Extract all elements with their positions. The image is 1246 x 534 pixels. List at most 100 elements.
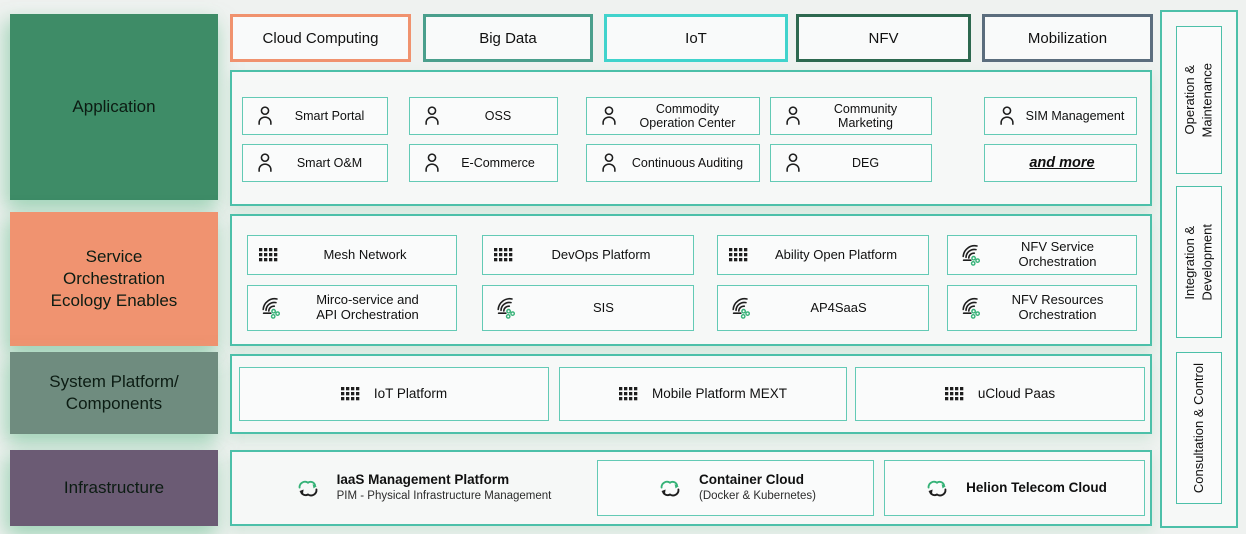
item-deg: DEG xyxy=(770,144,932,182)
item-label: SIS xyxy=(593,299,614,315)
system-platform-section: IoT Platform Mobile Platform MEXT uCloud… xyxy=(230,354,1152,434)
infra-item-title: Helion Telecom Cloud xyxy=(966,479,1107,495)
left-rail-application: Application xyxy=(10,14,218,200)
left-rail-label: Infrastructure xyxy=(63,477,165,497)
item-mobile-platform-mext: Mobile Platform MEXT xyxy=(559,367,847,421)
item-label: uCloud Paas xyxy=(977,386,1056,402)
grid-icon xyxy=(618,386,638,402)
item-iot-platform: IoT Platform xyxy=(239,367,549,421)
right-rail: Operation & Maintenance Integration & De… xyxy=(1160,10,1238,528)
swirl-icon xyxy=(959,296,983,320)
item-ucloud-paas: uCloud Paas xyxy=(855,367,1145,421)
item-and-more: and more xyxy=(984,144,1137,182)
item-ap4saas: AP4SaaS xyxy=(717,285,929,331)
left-rail-system-platform: System Platform/ Components xyxy=(10,352,218,434)
item-commodity-operation-center: Commodity Operation Center xyxy=(586,97,760,135)
person-icon xyxy=(598,152,620,174)
badge-label: Cloud Computing xyxy=(262,29,379,47)
person-icon xyxy=(782,105,804,127)
item-container-cloud: Container Cloud(Docker & Kubernetes) xyxy=(597,460,874,516)
item-label: DevOps Platform xyxy=(551,246,651,262)
infra-item-title: IaaS Management Platform xyxy=(336,472,510,488)
left-rail-service-orchestration: Service Orchestration Ecology Enables xyxy=(10,212,218,346)
item-label: Ability Open Platform xyxy=(774,246,898,262)
item-label: and more xyxy=(1029,154,1095,171)
badge-label: Big Data xyxy=(479,29,537,47)
person-icon xyxy=(421,105,443,127)
item-smart-o-m: Smart O&M xyxy=(242,144,388,182)
item-label: Mesh Network xyxy=(323,246,407,262)
badge-cloud-computing: Cloud Computing xyxy=(230,14,411,62)
item-label: DEG xyxy=(851,155,880,170)
item-mirco-service-and-api-orchestration: Mirco-service and API Orchestration xyxy=(247,285,457,331)
right-rail-label: Consultation & Control xyxy=(1191,362,1207,494)
item-nfv-service-orchestration: NFV Service Orchestration xyxy=(947,235,1137,275)
item-sim-management: SIM Management xyxy=(984,97,1137,135)
item-mesh-network: Mesh Network xyxy=(247,235,457,275)
left-rail-infrastructure: Infrastructure xyxy=(10,450,218,526)
swirl-icon xyxy=(259,296,283,320)
item-nfv-resources-orchestration: NFV Resources Orchestration xyxy=(947,285,1137,331)
item-oss: OSS xyxy=(409,97,558,135)
swirl-icon xyxy=(494,296,518,320)
left-rail-label: System Platform/ Components xyxy=(49,371,179,413)
badge-label: NFV xyxy=(868,29,899,47)
item-ability-open-platform: Ability Open Platform xyxy=(717,235,929,275)
item-label: E-Commerce xyxy=(461,155,535,170)
badge-iot: IoT xyxy=(604,14,788,62)
cloud-sync-icon xyxy=(293,477,323,500)
badge-label: IoT xyxy=(685,29,707,47)
person-icon xyxy=(254,152,276,174)
item-label: SIM Management xyxy=(1025,108,1125,123)
infra-item-text: Container Cloud(Docker & Kubernetes) xyxy=(699,472,816,503)
person-icon xyxy=(598,105,620,127)
item-label: Continuous Auditing xyxy=(631,155,744,170)
person-icon xyxy=(996,105,1018,127)
service-orchestration-section: Mesh Network DevOps Platform Ability Ope… xyxy=(230,214,1152,346)
item-e-commerce: E-Commerce xyxy=(409,144,558,182)
person-icon xyxy=(782,152,804,174)
badge-label: Mobilization xyxy=(1027,29,1108,47)
item-label: Smart O&M xyxy=(296,155,363,170)
right-rail-integration-development: Integration & Development xyxy=(1176,186,1222,338)
item-helion-telecom-cloud: Helion Telecom Cloud xyxy=(884,460,1145,516)
left-rail-label: Service Orchestration Ecology Enables xyxy=(50,246,178,311)
item-label: Community Marketing xyxy=(833,101,898,130)
item-label: NFV Resources Orchestration xyxy=(1011,292,1104,322)
infra-item-subtitle: PIM - Physical Infrastructure Management xyxy=(336,490,552,503)
item-continuous-auditing: Continuous Auditing xyxy=(586,144,760,182)
item-label: Smart Portal xyxy=(294,108,365,123)
item-label: Mobile Platform MEXT xyxy=(651,386,788,402)
grid-icon xyxy=(259,247,278,263)
person-icon xyxy=(421,152,443,174)
item-label: NFV Service Orchestration xyxy=(1018,239,1097,269)
right-rail-label: Integration & Development xyxy=(1182,223,1215,301)
application-section: Smart Portal OSS Commodity Operation Cen… xyxy=(230,70,1152,206)
badge-mobilization: Mobilization xyxy=(982,14,1153,62)
infra-item-text: Helion Telecom Cloud xyxy=(966,480,1107,497)
person-icon xyxy=(254,105,276,127)
infra-item-subtitle: (Docker & Kubernetes) xyxy=(699,490,816,503)
item-label: IoT Platform xyxy=(373,386,448,402)
right-rail-consultation-control: Consultation & Control xyxy=(1176,352,1222,504)
item-label: Commodity Operation Center xyxy=(639,101,736,130)
item-community-marketing: Community Marketing xyxy=(770,97,932,135)
cloud-sync-icon xyxy=(922,477,952,500)
grid-icon xyxy=(340,386,360,402)
item-sis: SIS xyxy=(482,285,694,331)
cloud-sync-icon xyxy=(655,477,685,500)
swirl-icon xyxy=(959,243,983,267)
badge-nfv: NFV xyxy=(796,14,971,62)
item-devops-platform: DevOps Platform xyxy=(482,235,694,275)
item-label: Mirco-service and API Orchestration xyxy=(316,292,419,322)
right-rail-label: Operation & Maintenance xyxy=(1182,62,1215,138)
grid-icon xyxy=(494,247,513,263)
grid-icon xyxy=(729,247,748,263)
badge-big-data: Big Data xyxy=(423,14,593,62)
item-smart-portal: Smart Portal xyxy=(242,97,388,135)
left-rail-label: Application xyxy=(72,96,156,116)
